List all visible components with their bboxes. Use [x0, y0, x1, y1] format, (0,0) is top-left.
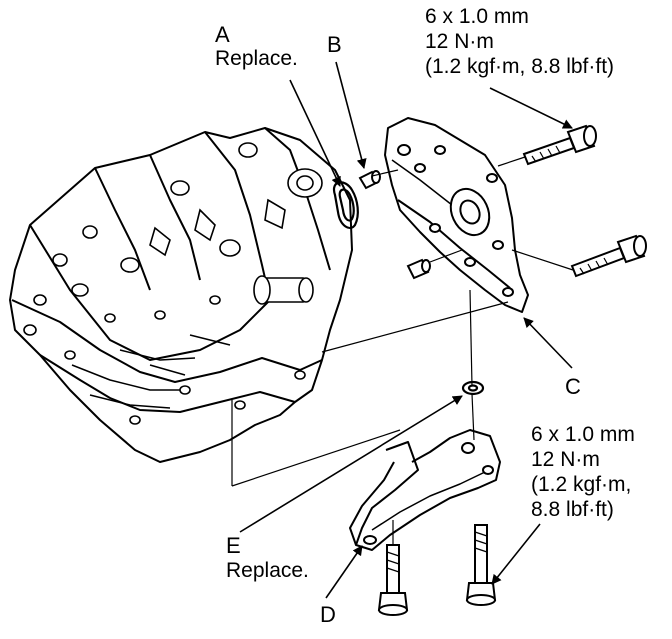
lower-bolt-torque: 12 N·m: [531, 448, 600, 471]
callout-a-letter: A: [215, 22, 230, 47]
callout-c-letter: C: [565, 374, 581, 399]
oil-strainer-d: [349, 429, 501, 551]
bolt-lower-right: [465, 524, 497, 606]
upper-bolt-torque: 12 N·m: [425, 30, 494, 53]
upper-bolt-imperial: (1.2 kgf·m, 8.8 lbf·ft): [425, 55, 615, 78]
dowel-pin-lower: [406, 258, 431, 280]
washer-e: [461, 380, 485, 396]
lower-bolt-imperial-2: 8.8 lbf·ft): [531, 498, 614, 521]
bolt-lower-left: [377, 544, 409, 616]
callout-e-note: Replace.: [226, 559, 309, 582]
oil-pump: [384, 117, 529, 313]
alignment-lines: [231, 156, 574, 545]
callout-e-letter: E: [226, 533, 241, 558]
lower-bolt-imperial-1: (1.2 kgf·m,: [531, 473, 632, 496]
bolt-middle: [570, 234, 647, 278]
lower-bolt-size: 6 x 1.0 mm: [531, 423, 635, 446]
bolt-upper: [522, 124, 597, 166]
engine-block-details: [23, 142, 323, 425]
callout-a-note: Replace.: [215, 47, 298, 70]
dowel-pin-b: [358, 170, 381, 190]
callout-b-letter: B: [327, 32, 342, 57]
callout-d-letter: D: [320, 602, 336, 627]
leader-lines: [239, 61, 573, 599]
upper-bolt-size: 6 x 1.0 mm: [425, 5, 529, 28]
